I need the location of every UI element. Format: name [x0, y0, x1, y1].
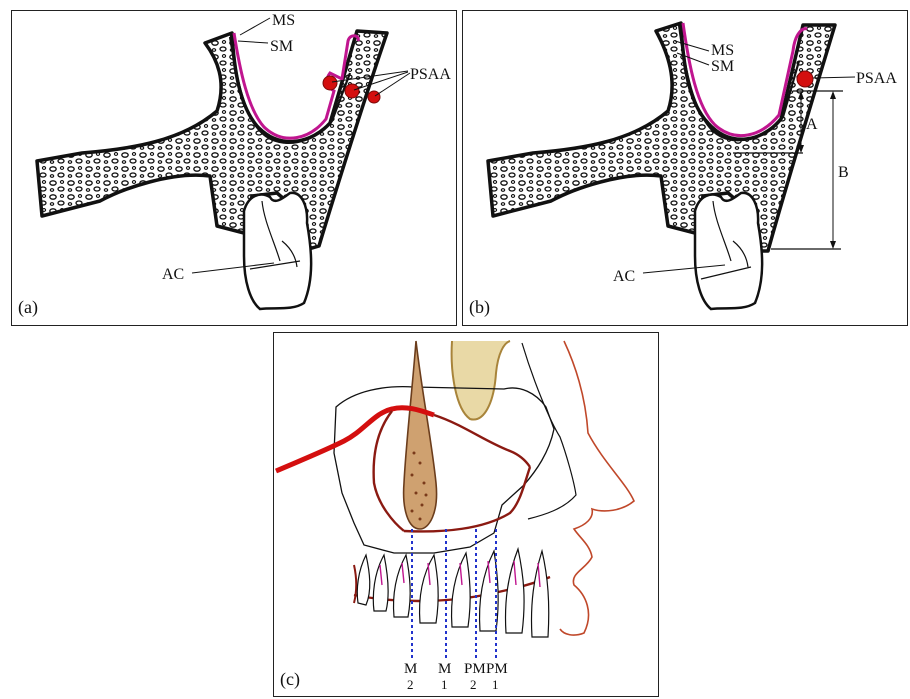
label-ms: MS — [711, 42, 734, 59]
tooth-label-m2-top: M — [404, 661, 417, 677]
panel-b: MS SM PSAA A B AC (b) — [462, 10, 908, 326]
panel-b-diagram: MS SM PSAA A B AC (b) — [463, 11, 909, 327]
tooth-label-m1-top: M — [438, 661, 451, 677]
tooth-label-pm2-top: PM — [464, 661, 486, 677]
maxilla-outline — [334, 387, 554, 553]
panel-a: MS SM PSAA AC (a) — [11, 10, 457, 326]
panel-letter-c: (c) — [280, 669, 300, 690]
panel-c: M 2 M 1 PM 2 PM 1 (c) — [273, 332, 659, 697]
panel-c-diagram: M 2 M 1 PM 2 PM 1 (c) — [274, 333, 660, 698]
bone-spike — [404, 341, 437, 529]
molar-tooth — [695, 193, 762, 309]
tooth-label-m2-bottom: 2 — [407, 677, 414, 692]
alveolar-bone — [488, 23, 835, 251]
molar-tooth — [244, 193, 311, 309]
label-ms: MS — [272, 12, 295, 29]
tooth-label-m1-bottom: 1 — [441, 677, 448, 692]
label-ac: AC — [613, 268, 635, 285]
label-sm: SM — [270, 38, 293, 55]
panel-letter-b: (b) — [469, 297, 490, 318]
psaa-vessel — [797, 71, 813, 87]
label-psaa: PSAA — [410, 66, 451, 83]
label-ac: AC — [162, 266, 184, 283]
ms-leader-line — [240, 18, 270, 35]
tooth-label-pm1-top: PM — [486, 661, 508, 677]
zygomatic-outline — [452, 341, 510, 420]
label-sm: SM — [711, 58, 734, 75]
label-distance-a: A — [806, 116, 818, 133]
label-psaa: PSAA — [856, 70, 897, 87]
psaa-leader-line-3 — [375, 73, 410, 96]
alveolar-bone — [37, 31, 387, 251]
maxillary-teeth — [357, 549, 548, 637]
face-profile-outline — [560, 341, 634, 635]
panel-a-diagram: MS SM PSAA AC (a) — [12, 11, 458, 327]
nasal-outline — [522, 343, 576, 519]
tooth-label-pm1-bottom: 1 — [492, 677, 499, 692]
panel-letter-a: (a) — [18, 297, 38, 318]
label-distance-b: B — [838, 164, 849, 181]
sm-leader-line — [238, 41, 268, 43]
tooth-label-pm2-bottom: 2 — [470, 677, 477, 692]
